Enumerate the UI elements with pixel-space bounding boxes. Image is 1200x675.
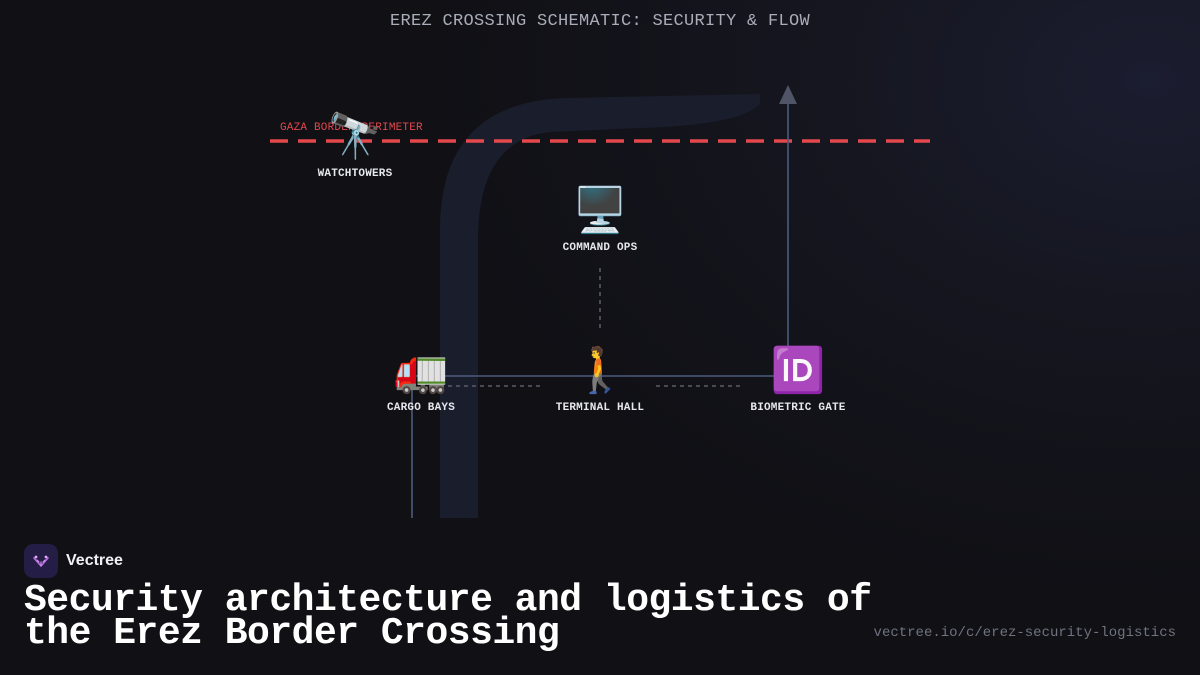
brand-name: Vectree	[66, 552, 123, 569]
telescope-icon: 🔭	[327, 111, 383, 162]
background-route-shape	[440, 94, 760, 518]
truck-icon: 🚛	[393, 345, 449, 396]
node-watchtowers: 🔭 WATCHTOWERS	[265, 111, 445, 181]
vectree-logo-icon	[24, 544, 58, 578]
diagram-lines	[270, 85, 930, 518]
node-cargo-bays: 🚛 CARGO BAYS	[331, 345, 511, 415]
node-label-terminal-hall: TERMINAL HALL	[555, 402, 645, 414]
id-badge-icon: 🆔	[770, 345, 826, 396]
brand[interactable]: Vectree	[24, 544, 123, 578]
node-label-cargo-bays: CARGO BAYS	[386, 402, 455, 414]
page-headline: Security architecture and logistics of t…	[24, 579, 872, 655]
perimeter-label: GAZA BORDER PERIMETER	[280, 122, 423, 134]
source-url[interactable]: vectree.io/c/erez-security-logistics	[873, 625, 1176, 641]
node-label-command-ops: COMMAND OPS	[562, 242, 638, 254]
walking-person-icon: 🚶	[572, 345, 628, 396]
node-label-biometric-gate: BIOMETRIC GATE	[750, 402, 846, 414]
node-label-watchtowers: WATCHTOWERS	[317, 168, 393, 180]
node-biometric-gate: 🆔 BIOMETRIC GATE	[708, 345, 888, 415]
desktop-computer-icon: 🖥️	[572, 185, 628, 236]
node-command-ops: 🖥️ COMMAND OPS	[510, 185, 690, 255]
diagram-title: EREZ CROSSING SCHEMATIC: SECURITY & FLOW	[389, 12, 811, 31]
node-terminal-hall: 🚶 TERMINAL HALL	[510, 345, 690, 415]
schematic-diagram: EREZ CROSSING SCHEMATIC: SECURITY & FLOW…	[265, 12, 930, 518]
exit-arrowhead	[779, 85, 797, 104]
